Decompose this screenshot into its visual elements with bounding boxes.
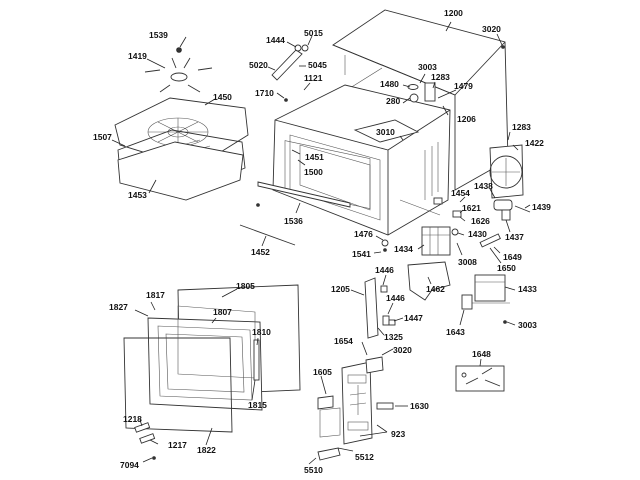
callout-labels: 1539 1419 1450 1507 1453 1444 5015 5020 … xyxy=(93,8,551,475)
stirrer-fan xyxy=(144,47,213,93)
control-panel xyxy=(317,356,394,461)
callout-1605: 1605 xyxy=(313,367,332,377)
latch-bracket-1205 xyxy=(364,277,379,339)
baking-pan xyxy=(117,141,244,201)
callout-1462: 1462 xyxy=(426,284,445,294)
callout-5020: 5020 xyxy=(249,60,268,70)
callout-1437: 1437 xyxy=(505,232,524,242)
callout-1822: 1822 xyxy=(197,445,216,455)
lamp-bulb xyxy=(409,93,419,103)
callout-1422: 1422 xyxy=(525,138,544,148)
callout-1626: 1626 xyxy=(471,216,490,226)
callout-1453: 1453 xyxy=(128,190,147,200)
parts-kit-1648 xyxy=(455,365,505,392)
shaft-1452 xyxy=(239,224,296,246)
callout-1419: 1419 xyxy=(128,51,147,61)
callout-1454: 1454 xyxy=(451,188,470,198)
callout-1630: 1630 xyxy=(410,401,429,411)
callout-1447: 1447 xyxy=(404,313,423,323)
callout-1827: 1827 xyxy=(109,302,128,312)
waveguide-1462 xyxy=(407,261,451,301)
callout-1446-upper: 1446 xyxy=(375,265,394,275)
callout-1439: 1439 xyxy=(532,202,551,212)
callout-1283-top: 1283 xyxy=(431,72,450,82)
callout-1621: 1621 xyxy=(462,203,481,213)
callout-3008: 3008 xyxy=(458,257,477,267)
callout-1450: 1450 xyxy=(213,92,232,102)
callout-1433: 1433 xyxy=(518,284,537,294)
callout-1805: 1805 xyxy=(236,281,255,291)
callout-1121: 1121 xyxy=(304,73,323,83)
callout-1650: 1650 xyxy=(497,263,516,273)
callout-1434: 1434 xyxy=(394,244,413,254)
callout-1325: 1325 xyxy=(384,332,403,342)
callout-280: 280 xyxy=(386,96,400,106)
magnetron xyxy=(421,226,451,256)
callout-1444: 1444 xyxy=(266,35,285,45)
capacitor xyxy=(461,294,473,310)
callout-3003-bottom: 3003 xyxy=(518,320,537,330)
callout-1541: 1541 xyxy=(352,249,371,259)
callout-1205: 1205 xyxy=(331,284,350,294)
callout-5512: 5512 xyxy=(355,452,374,462)
callout-1536: 1536 xyxy=(284,216,303,226)
callout-5510: 5510 xyxy=(304,465,323,475)
callout-1507: 1507 xyxy=(93,132,112,142)
callout-1649: 1649 xyxy=(503,252,522,262)
fan-motor-assembly xyxy=(489,144,524,199)
callout-1500: 1500 xyxy=(304,167,323,177)
callout-1815: 1815 xyxy=(248,400,267,410)
callout-1217: 1217 xyxy=(168,440,187,450)
callout-1479: 1479 xyxy=(454,81,473,91)
callout-1480: 1480 xyxy=(380,79,399,89)
callout-1476: 1476 xyxy=(354,229,373,239)
oven-cavity xyxy=(272,84,451,236)
callout-1452: 1452 xyxy=(251,247,270,257)
callout-3003-top: 3003 xyxy=(418,62,437,72)
callout-1643: 1643 xyxy=(446,327,465,337)
callout-7094: 7094 xyxy=(120,460,139,470)
callout-3020-bottom: 3020 xyxy=(393,345,412,355)
callout-1807: 1807 xyxy=(213,307,232,317)
callout-1817: 1817 xyxy=(146,290,165,300)
door-assembly xyxy=(123,284,301,433)
callout-1648: 1648 xyxy=(472,349,491,359)
callout-3020-top: 3020 xyxy=(482,24,501,34)
callout-1430: 1430 xyxy=(468,229,487,239)
callout-1654: 1654 xyxy=(334,336,353,346)
callout-5015: 5015 xyxy=(304,28,323,38)
callout-923: 923 xyxy=(391,429,405,439)
callout-1451: 1451 xyxy=(305,152,324,162)
callout-1810: 1810 xyxy=(252,327,271,337)
callout-1283-right: 1283 xyxy=(512,122,531,132)
callout-1200: 1200 xyxy=(444,8,463,18)
hinge-plate xyxy=(271,49,303,81)
callout-5045: 5045 xyxy=(308,60,327,70)
callout-1438: 1438 xyxy=(474,181,493,191)
leader-lines xyxy=(111,21,531,465)
outer-case xyxy=(332,9,509,191)
callout-3010: 3010 xyxy=(376,127,395,137)
callout-1206: 1206 xyxy=(457,114,476,124)
transformer xyxy=(470,274,510,304)
callout-1446-lower: 1446 xyxy=(386,293,405,303)
front-rail xyxy=(257,181,351,208)
callout-1539: 1539 xyxy=(149,30,168,40)
callout-1710: 1710 xyxy=(255,88,274,98)
callout-1218: 1218 xyxy=(123,414,142,424)
